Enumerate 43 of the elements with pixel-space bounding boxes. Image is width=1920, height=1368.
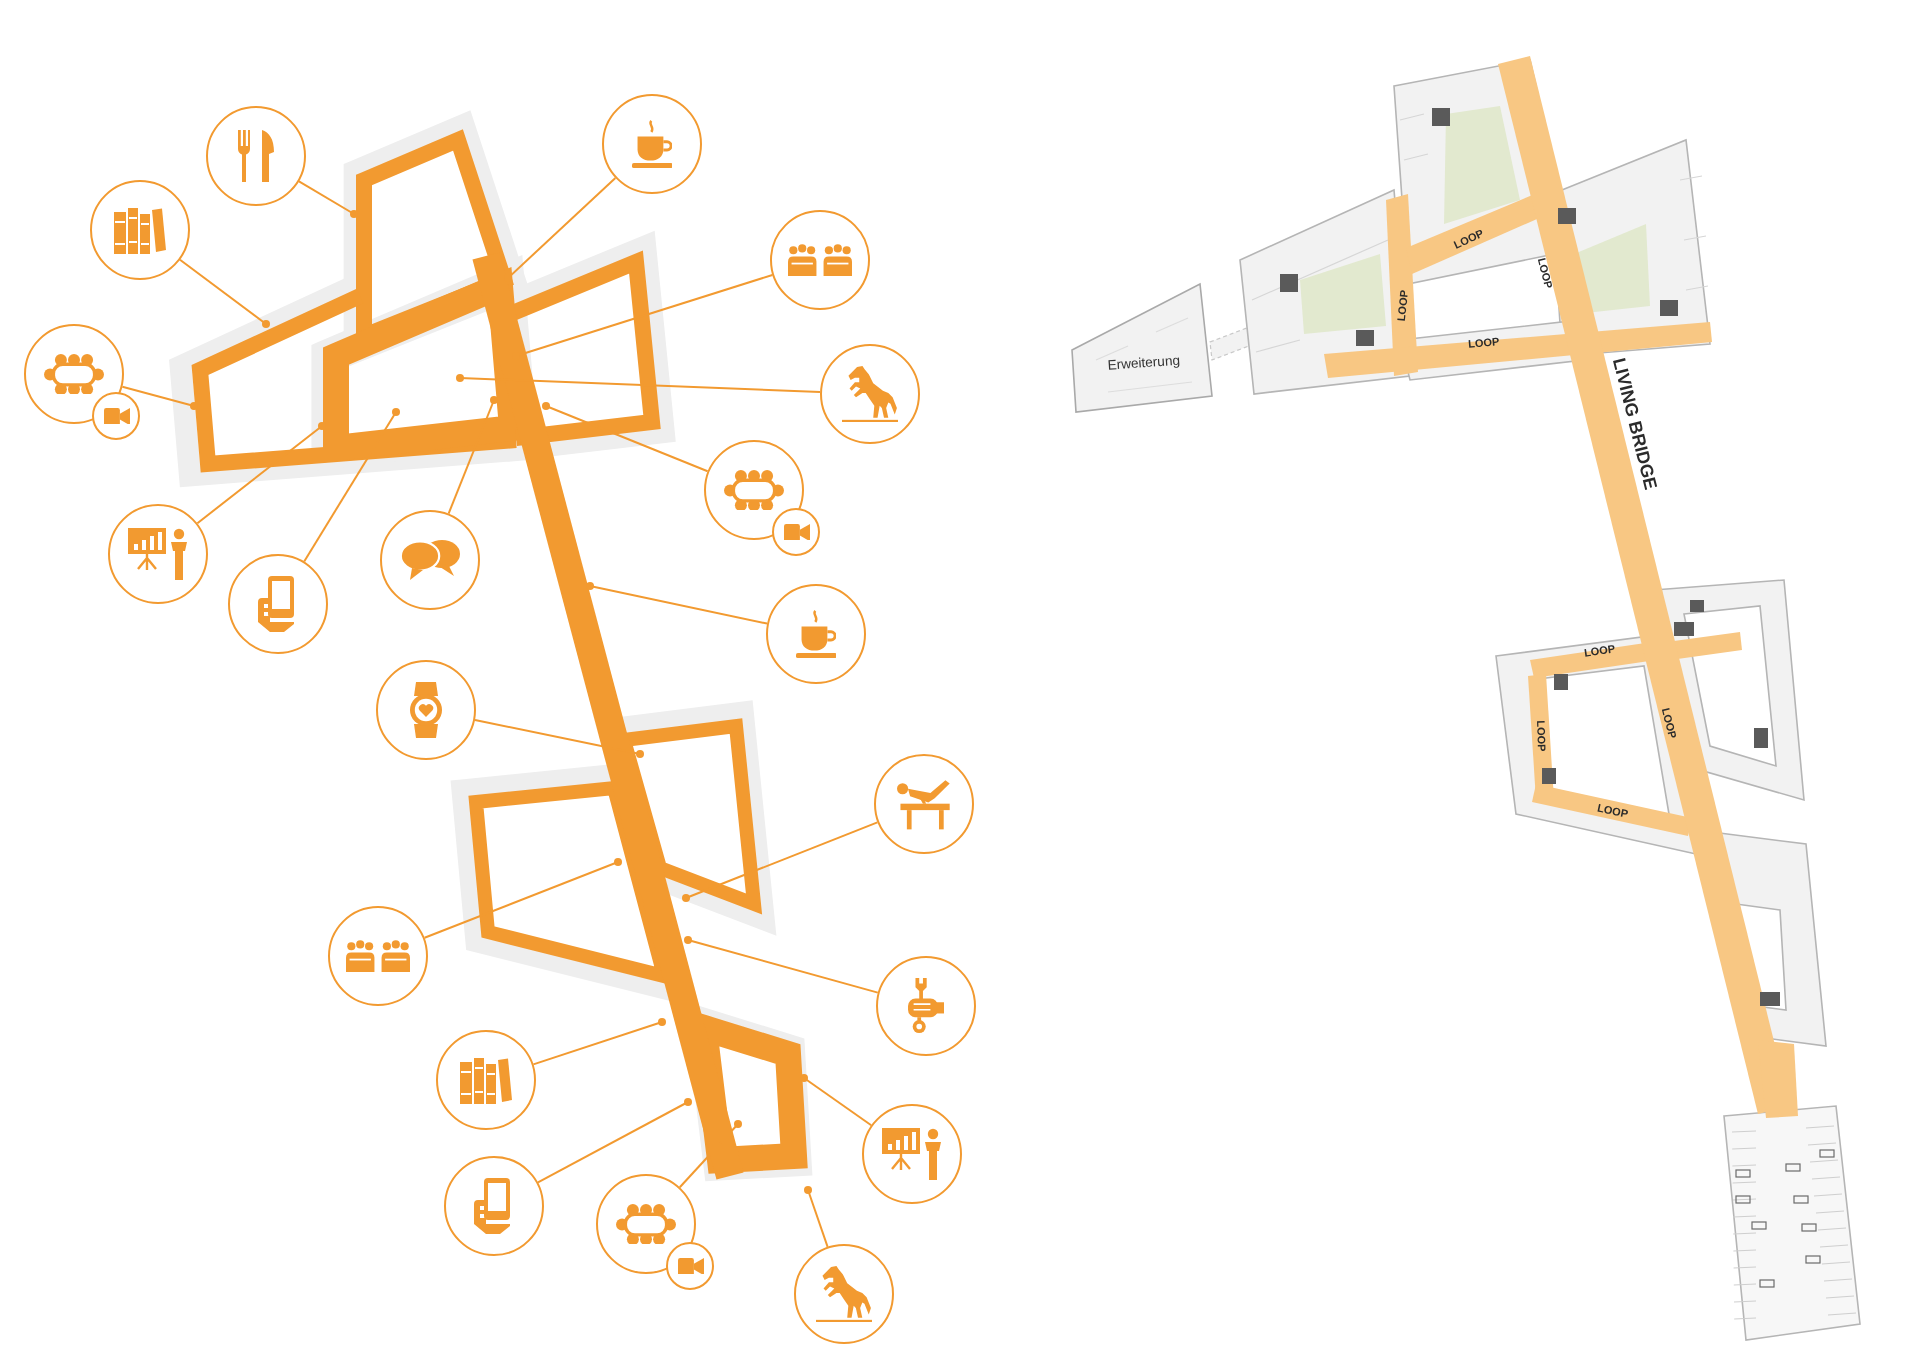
leader-line	[542, 402, 709, 473]
icon-circle	[772, 508, 820, 556]
leader-line	[682, 821, 879, 902]
icon-circle	[436, 1030, 536, 1130]
icon-circle	[770, 210, 870, 310]
icon-circle	[704, 440, 804, 540]
icon-circle	[108, 504, 208, 604]
leader-line	[532, 1018, 666, 1066]
leader-line	[179, 258, 270, 328]
icon-circle	[92, 392, 140, 440]
leader-line	[804, 1186, 829, 1248]
icon-circle	[602, 94, 702, 194]
leader-line	[474, 719, 644, 758]
icon-circle	[444, 1156, 544, 1256]
icon-circle	[90, 180, 190, 280]
leader-line	[303, 408, 400, 563]
leader-line	[447, 396, 498, 515]
leader-line	[423, 858, 622, 939]
leader-line	[586, 582, 768, 625]
leader-line	[456, 374, 821, 393]
icon-circle	[862, 1104, 962, 1204]
leader-line	[800, 1074, 873, 1127]
icon-circle	[820, 344, 920, 444]
icon-circle	[228, 554, 328, 654]
icon-circle	[380, 510, 480, 610]
leader-line	[678, 1120, 742, 1189]
leader-line	[684, 936, 879, 994]
icon-circle	[328, 906, 428, 1006]
leader-line	[537, 1098, 692, 1184]
leader-line	[121, 385, 198, 410]
leader-line	[196, 422, 326, 525]
bridge-label: LIVING BRIDGE	[1608, 356, 1660, 492]
icon-circle	[794, 1244, 894, 1344]
icon-circle	[206, 106, 306, 206]
icon-circle	[596, 1174, 696, 1274]
icon-circle	[24, 324, 124, 424]
building-outline	[1068, 280, 1216, 416]
icon-circle	[376, 660, 476, 760]
icon-circle	[766, 584, 866, 684]
icon-circle	[666, 1242, 714, 1290]
leader-line	[298, 180, 358, 218]
icon-circle	[876, 956, 976, 1056]
icon-circle	[874, 754, 974, 854]
